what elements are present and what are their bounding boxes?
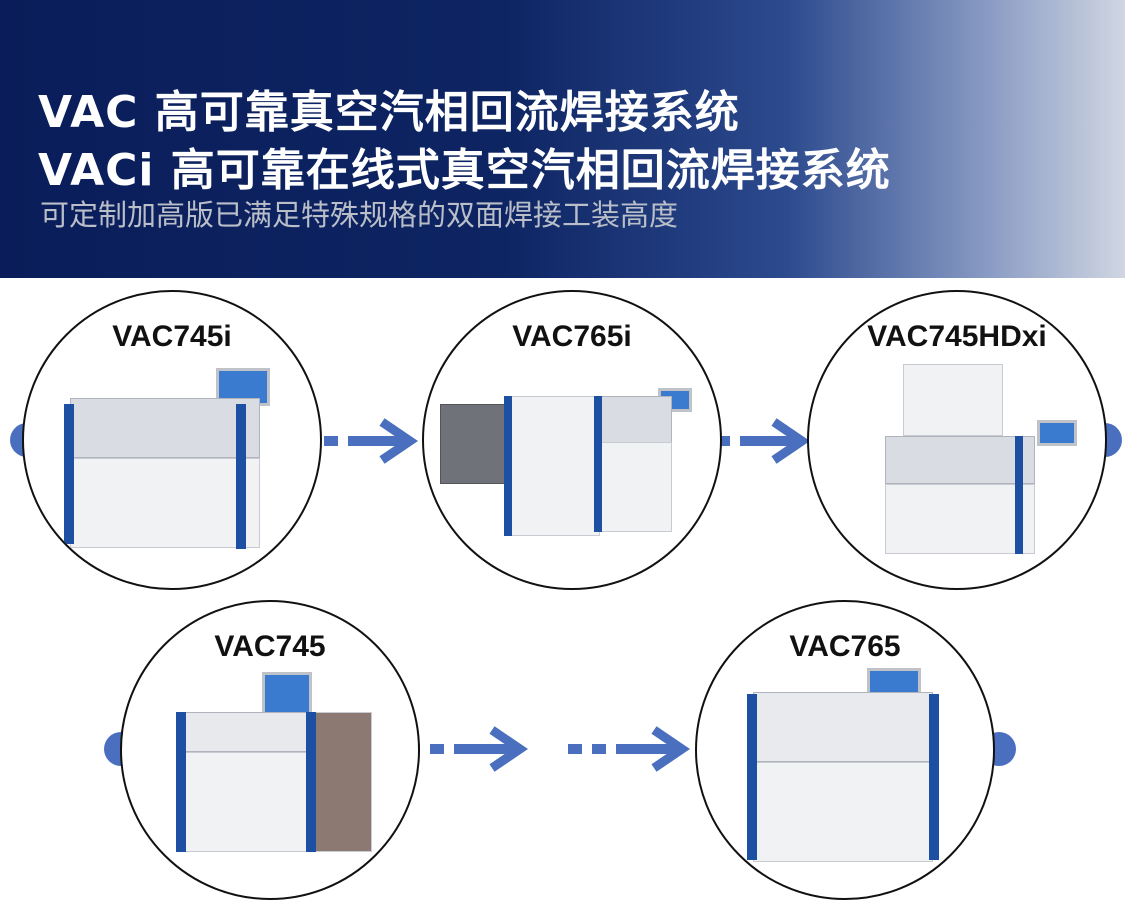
- product-vac745hdxi: VAC745HDxi: [807, 290, 1107, 590]
- machine-top-box: [903, 364, 1003, 436]
- subtitle: 可定制加高版已满足特殊规格的双面焊接工装高度: [40, 198, 679, 232]
- machine-screen: [1037, 420, 1077, 446]
- machine-body: [70, 458, 260, 548]
- product-label: VAC765i: [512, 320, 632, 353]
- product-vac745i: VAC745i: [22, 290, 322, 590]
- machine-side-panel: [306, 712, 316, 852]
- product-label: VAC745HDxi: [867, 320, 1047, 353]
- machine-hood: [70, 398, 260, 458]
- machine-side-panel: [504, 396, 512, 536]
- machine-body: [885, 484, 1035, 554]
- product-label: VAC745: [214, 630, 326, 663]
- machine-side-panel: [64, 404, 74, 544]
- machine-body: [510, 396, 600, 536]
- machine-hood: [753, 692, 933, 762]
- machine-hood: [885, 436, 1035, 484]
- product-label: VAC765: [789, 630, 901, 663]
- machine-side-panel: [176, 712, 186, 852]
- machine-body: [182, 752, 312, 852]
- header-banner: VAC 高可靠真空汽相回流焊接系统 VACi 高可靠在线式真空汽相回流焊接系统 …: [0, 0, 1125, 278]
- product-label: VAC745i: [112, 320, 232, 353]
- machine-side-panel: [236, 404, 246, 549]
- machine-side-panel: [929, 694, 939, 860]
- product-vac745: VAC745: [120, 600, 420, 900]
- product-vac765: VAC765: [695, 600, 995, 900]
- arrow-right-icon: [406, 726, 529, 772]
- machine-side-panel: [747, 694, 757, 860]
- arrow-right-icon: [568, 726, 691, 772]
- machine-screen: [262, 672, 312, 716]
- title-line-1: VAC 高可靠真空汽相回流焊接系统: [38, 87, 740, 138]
- machine-side-panel: [594, 396, 602, 532]
- machine-side-panel: [1015, 436, 1023, 554]
- machine-body: [600, 442, 672, 532]
- machine-hood: [594, 396, 672, 446]
- title-line-2: VACi 高可靠在线式真空汽相回流焊接系统: [38, 145, 891, 196]
- machine-side: [312, 712, 372, 852]
- machine-body: [753, 762, 933, 862]
- product-vac765i: VAC765i: [422, 290, 722, 590]
